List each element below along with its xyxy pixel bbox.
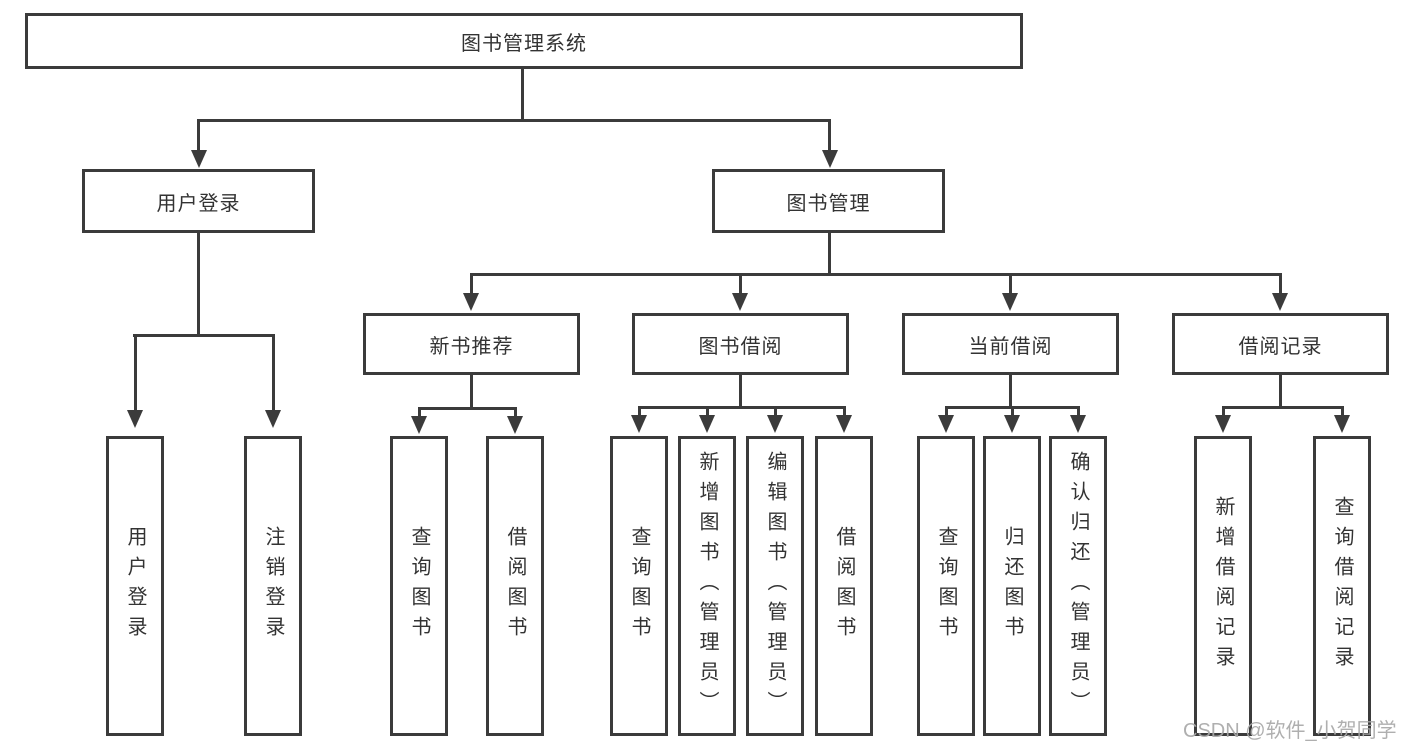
connector-line [513,407,517,418]
connector-line [469,273,473,295]
leaf-query-borrow-record-label: 查询借阅记录 [1331,496,1353,676]
leaf-user-login: 用户登录 [106,436,164,736]
arrow-down-icon [265,410,281,428]
leaf-query-books-current-label: 查询图书 [935,526,957,646]
connector-line [133,334,275,337]
connector-line [521,68,524,120]
leaf-borrow-books: 借阅图书 [815,436,873,736]
arrow-down-icon [1002,293,1018,311]
arrow-down-icon [1272,293,1288,311]
node-user-login: 用户登录 [82,169,315,233]
leaf-user-login-label: 用户登录 [124,526,146,646]
connector-line [773,406,777,417]
leaf-query-books-borrow-label: 查询图书 [628,526,650,646]
connector-line [417,407,517,410]
connector-line [637,406,846,409]
arrow-down-icon [836,415,852,433]
connector-line [1221,406,1344,409]
arrow-down-icon [1004,415,1020,433]
node-book-borrow-label: 图书借阅 [698,335,783,358]
connector-line [1221,406,1225,417]
leaf-return-books: 归还图书 [983,436,1041,736]
connector-line [637,406,641,417]
leaf-query-books-recommend: 查询图书 [390,436,448,736]
arrow-down-icon [938,415,954,433]
connector-line [469,273,1282,276]
connector-line [944,406,948,417]
connector-line [469,375,473,407]
node-book-management-label: 图书管理 [786,192,871,215]
node-current-borrow-label: 当前借阅 [968,335,1053,358]
connector-line [1278,273,1282,295]
arrow-down-icon [1215,415,1231,433]
connector-line [1008,273,1012,295]
node-library-system-label: 图书管理系统 [461,32,587,55]
leaf-query-books-recommend-label: 查询图书 [408,526,430,646]
connector-line [842,406,846,417]
connector-line [738,375,742,406]
connector-line [417,407,421,418]
leaf-logout: 注销登录 [244,436,302,736]
arrow-down-icon [127,410,143,428]
leaf-query-borrow-record: 查询借阅记录 [1313,436,1371,736]
arrow-down-icon [699,415,715,433]
csdn-watermark: CSDN @软件_小贺同学 [1183,720,1397,742]
connector-line [705,406,709,417]
connector-line [1076,406,1080,417]
leaf-add-book-admin: 新增图书（管理员） [678,436,736,736]
connector-line [1008,375,1012,406]
connector-line [133,334,137,412]
node-new-book-recommend: 新书推荐 [363,313,580,375]
node-book-borrow: 图书借阅 [632,313,849,375]
connector-line [1010,406,1014,417]
node-user-login-label: 用户登录 [156,192,241,215]
leaf-query-books-borrow: 查询图书 [610,436,668,736]
arrow-down-icon [631,415,647,433]
leaf-return-books-label: 归还图书 [1001,526,1023,646]
leaf-add-borrow-record-label: 新增借阅记录 [1212,496,1234,676]
leaf-query-books-current: 查询图书 [917,436,975,736]
connector-line [1278,375,1282,406]
node-book-management: 图书管理 [712,169,945,233]
arrow-down-icon [507,416,523,434]
node-current-borrow: 当前借阅 [902,313,1119,375]
connector-line [197,119,200,152]
connector-line [827,232,831,273]
leaf-confirm-return-admin: 确认归还（管理员） [1049,436,1107,736]
connector-line [738,273,742,295]
leaf-confirm-return-admin-label: 确认归还（管理员） [1067,451,1089,721]
connector-line [828,119,831,152]
node-borrow-records-label: 借阅记录 [1238,335,1323,358]
arrow-down-icon [463,293,479,311]
arrow-down-icon [411,416,427,434]
leaf-add-borrow-record: 新增借阅记录 [1194,436,1252,736]
node-borrow-records: 借阅记录 [1172,313,1389,375]
leaf-logout-label: 注销登录 [262,526,284,646]
arrow-down-icon [1070,415,1086,433]
arrow-down-icon [1334,415,1350,433]
leaf-edit-book-admin-label: 编辑图书（管理员） [764,451,786,721]
node-library-system: 图书管理系统 [25,13,1023,69]
leaf-borrow-books-label: 借阅图书 [833,526,855,646]
arrow-down-icon [821,150,838,168]
arrow-down-icon [732,293,748,311]
connector-line [197,119,831,122]
arrow-down-icon [767,415,783,433]
leaf-edit-book-admin: 编辑图书（管理员） [746,436,804,736]
leaf-borrow-books-recommend: 借阅图书 [486,436,544,736]
arrow-down-icon [190,150,207,168]
connector-line [271,334,275,412]
leaf-borrow-books-recommend-label: 借阅图书 [504,526,526,646]
connector-line [1340,406,1344,417]
node-new-book-recommend-label: 新书推荐 [429,335,514,358]
leaf-add-book-admin-label: 新增图书（管理员） [696,451,718,721]
connector-line [197,232,200,334]
